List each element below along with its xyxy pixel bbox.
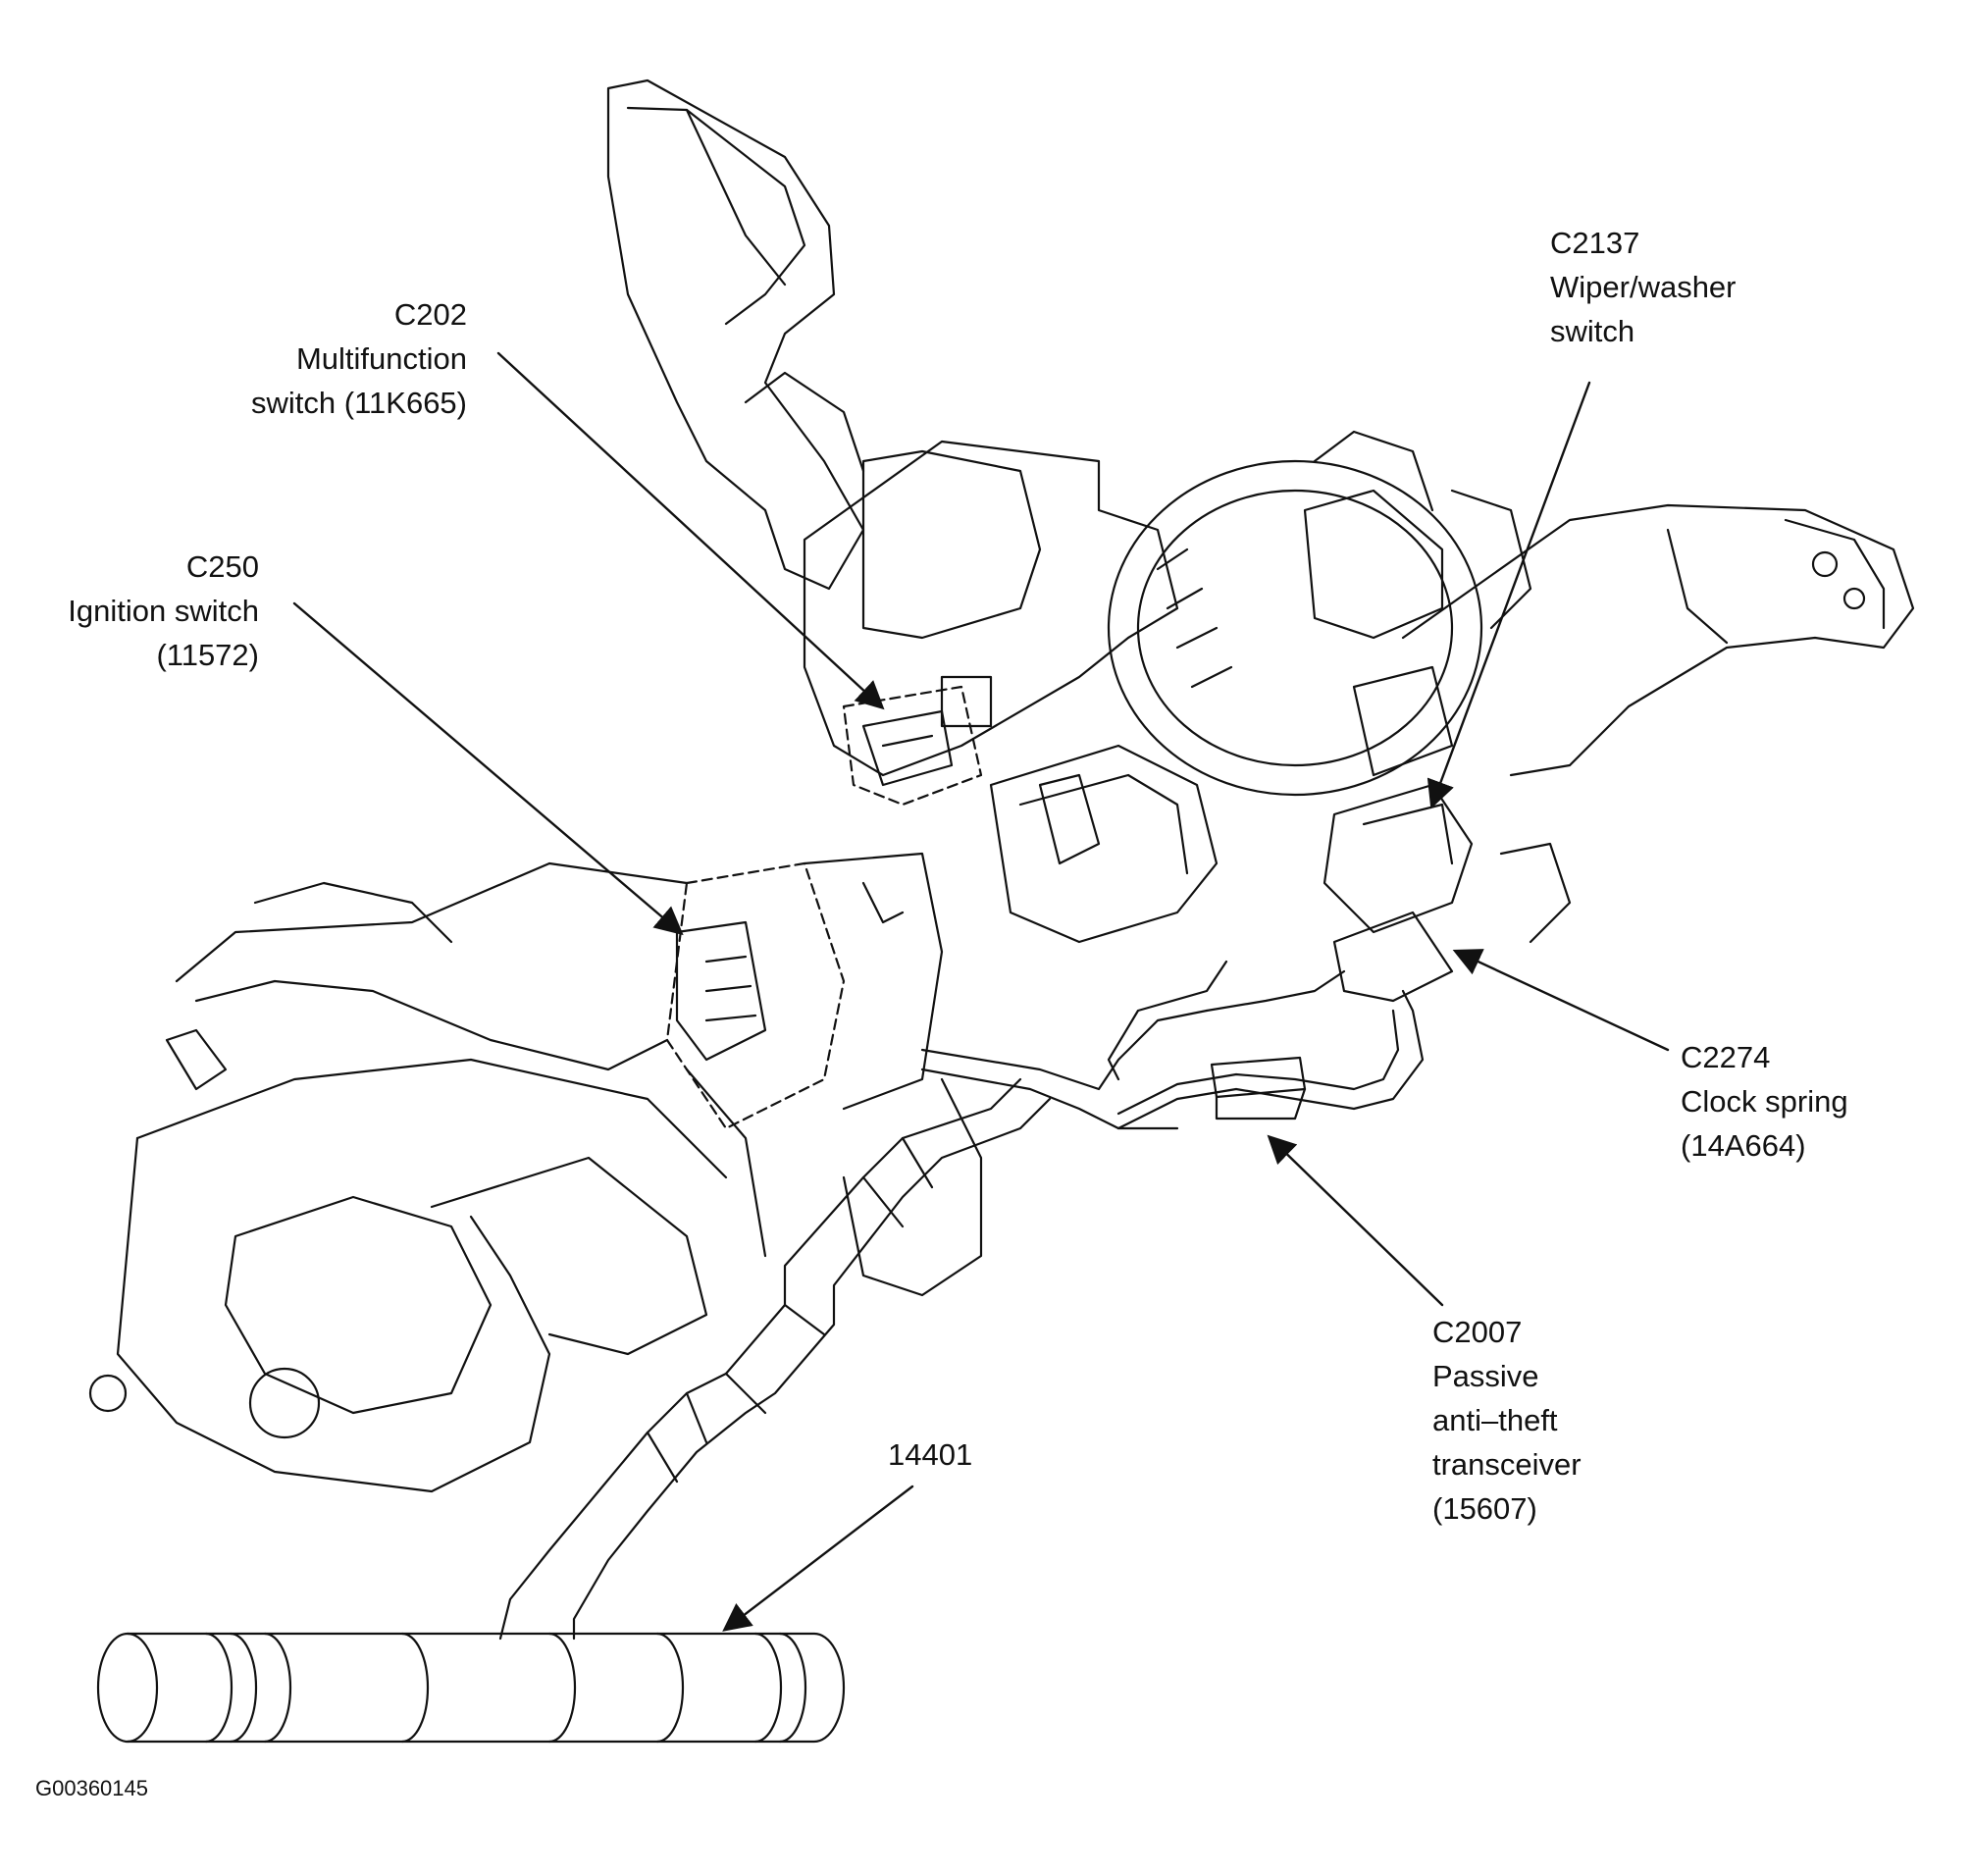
switch-housing: [803, 440, 1219, 944]
c2007-desc-line2: anti–theft: [1432, 1403, 1558, 1437]
callout-c2274: C2274 Clock spring (14A664): [1681, 1035, 1848, 1168]
c250-desc-line2: (11572): [156, 638, 259, 672]
c2137-desc-line2: switch: [1550, 314, 1635, 348]
callout-14401: 14401: [888, 1433, 972, 1477]
right-stalk: [1401, 503, 1915, 777]
leader-c202: [496, 351, 885, 710]
c202-connector-id: C202: [393, 297, 467, 332]
leader-lines: [292, 351, 1670, 1632]
c2274-desc-line2: (14A664): [1681, 1128, 1806, 1163]
c2007-desc-line1: Passive: [1432, 1359, 1539, 1393]
callout-c2137: C2137 Wiper/washer switch: [1550, 221, 1737, 353]
harness-part-number: 14401: [888, 1437, 973, 1472]
leader-c2137: [1426, 381, 1591, 809]
clock-spring-connectors: [1323, 783, 1572, 1003]
leader-c2007: [1267, 1134, 1444, 1307]
wiring-harness: [96, 960, 1425, 1744]
column-bracket: [88, 861, 983, 1493]
c202-connector: [842, 685, 983, 807]
callout-c2007: C2007 Passive anti–theft transceiver (15…: [1432, 1310, 1582, 1531]
c250-desc-line1: Ignition switch: [68, 594, 259, 628]
figure-id: G00360145: [35, 1776, 148, 1800]
c2274-desc-line1: Clock spring: [1681, 1084, 1848, 1119]
c2137-desc-line1: Wiper/washer: [1550, 270, 1737, 304]
c202-desc-line2: switch (11K665): [251, 386, 467, 420]
callout-c202: C202 Multifunction switch (11K665): [251, 292, 467, 425]
c2007-desc-line3: transceiver: [1432, 1447, 1582, 1482]
c2007-connector-id: C2007: [1432, 1315, 1523, 1349]
c202-desc-line1: Multifunction: [295, 341, 467, 376]
c2137-connector-id: C2137: [1550, 226, 1640, 260]
leader-c250: [292, 601, 684, 936]
c2007-desc-line4: (15607): [1432, 1491, 1537, 1526]
left-stalk: [606, 78, 865, 591]
c2274-connector-id: C2274: [1681, 1040, 1771, 1074]
leader-14401: [722, 1485, 914, 1632]
c250-connector: [665, 852, 944, 1130]
leader-c2274: [1452, 949, 1670, 1052]
callout-c250: C250 Ignition switch (11572): [68, 545, 259, 677]
clock-spring: [1107, 430, 1532, 797]
c250-connector-id: C250: [185, 549, 259, 584]
